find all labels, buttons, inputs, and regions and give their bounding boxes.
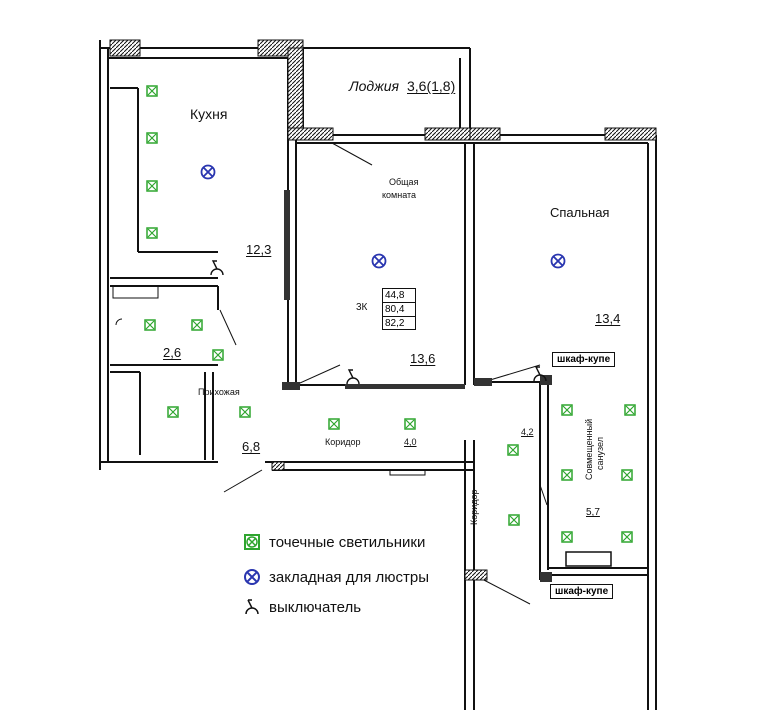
corridor1-area: 4,0 xyxy=(404,437,417,447)
loggia-area: 3,6(1,8) xyxy=(407,78,456,94)
rooms-count-label: 3К xyxy=(356,302,368,313)
spot-light-icon xyxy=(507,444,519,456)
spot-light-icon xyxy=(144,319,156,331)
living-area: 13,6 xyxy=(410,351,436,366)
living-name-2: комната xyxy=(382,190,417,200)
spot-light-icon xyxy=(146,227,158,239)
switch-icon xyxy=(245,599,259,615)
spot-light-icon xyxy=(624,404,636,416)
spot-light-icon xyxy=(239,406,251,418)
kitchen-area: 12,3 xyxy=(246,242,272,257)
spot-light-icon xyxy=(146,132,158,144)
switch-icon xyxy=(210,260,224,276)
apartment-info-box: 3К 44,8 80,4 82,2 xyxy=(356,288,416,330)
spot-light-icon xyxy=(191,319,203,331)
bedroom-area: 13,4 xyxy=(595,311,621,326)
corridor2-name: Коридор xyxy=(469,489,479,525)
spot-light-icon xyxy=(561,469,573,481)
storage-area: 2,6 xyxy=(163,345,182,360)
corridor1-name: Коридор xyxy=(325,437,361,447)
legend-chandelier: закладная для люстры xyxy=(243,568,429,586)
total-with-loggia-value: 82,2 xyxy=(385,318,405,329)
legend-chandelier-label: закладная для люстры xyxy=(269,568,430,586)
legend-switch-label: выключатель xyxy=(269,598,362,616)
spot-light-icon xyxy=(167,406,179,418)
switch-icon xyxy=(346,369,360,385)
spot-light-icon xyxy=(404,418,416,430)
spot-light-icon xyxy=(146,180,158,192)
switch-icon xyxy=(533,366,547,382)
chandelier-mount-icon xyxy=(550,253,566,269)
spot-light-icon xyxy=(244,534,260,550)
spot-light-icon xyxy=(328,418,340,430)
chandelier-mount-icon xyxy=(371,253,387,269)
living-name-1: Общая xyxy=(389,177,419,187)
wardrobe-tag-top: шкаф-купе xyxy=(552,352,616,367)
bedroom-name: Спальная xyxy=(550,205,610,220)
spot-light-icon xyxy=(621,531,633,543)
spot-light-icon xyxy=(621,469,633,481)
total-area-value: 80,4 xyxy=(383,303,415,317)
bathroom-name-1: Совмещенный xyxy=(584,418,594,480)
legend-spot: точечные светильники xyxy=(243,533,425,551)
kitchen-name: Кухня xyxy=(190,106,228,122)
spot-light-icon xyxy=(561,531,573,543)
chandelier-mount-icon xyxy=(244,569,260,585)
legend-spot-label: точечные светильники xyxy=(269,533,426,551)
spot-light-icon xyxy=(212,349,224,361)
spot-light-icon xyxy=(561,404,573,416)
living-area-value: 44,8 xyxy=(383,289,415,303)
spot-light-icon xyxy=(146,85,158,97)
bathroom-area: 5,7 xyxy=(586,507,600,518)
chandelier-mount-icon xyxy=(200,164,216,180)
wardrobe-tag-bottom: шкаф-купе xyxy=(550,584,614,599)
bathroom-name-2: санузел xyxy=(595,437,605,470)
hall-area: 6,8 xyxy=(242,439,261,454)
loggia-name: Лоджия xyxy=(349,78,400,94)
hall-name: Прихожая xyxy=(198,387,240,397)
legend-switch: выключатель xyxy=(243,598,361,616)
spot-light-icon xyxy=(508,514,520,526)
corridor2-area: 4,2 xyxy=(521,427,534,437)
